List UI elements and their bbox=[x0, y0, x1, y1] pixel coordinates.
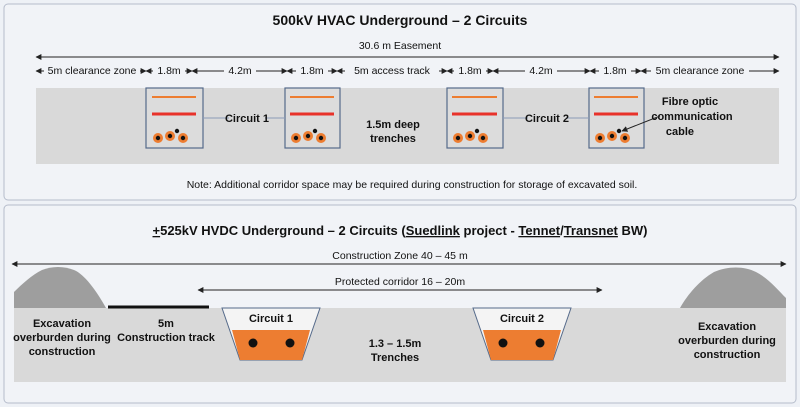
left-overburden-line2: overburden during bbox=[13, 332, 111, 344]
spoil-heap-right bbox=[680, 267, 786, 308]
hvdc-title-main: 525kV HVDC Underground – 2 Circuits ( bbox=[160, 223, 406, 238]
construction-track-line2: Construction track bbox=[117, 332, 216, 344]
hvdc-title-suedlink: Suedlink bbox=[406, 223, 461, 238]
hvdc-trench-1 bbox=[221, 307, 321, 361]
trench-depth-label-line2: trenches bbox=[370, 133, 416, 145]
construction-zone-label: Construction Zone 40 – 45 m bbox=[332, 250, 468, 262]
hvdc-title: +525kV HVDC Underground – 2 Circuits (Su… bbox=[153, 223, 648, 238]
right-overburden-line3: construction bbox=[694, 349, 761, 361]
hvac-trench-1 bbox=[145, 87, 204, 149]
dim-access-track: 5m access track bbox=[354, 65, 431, 77]
hvac-trench-2 bbox=[284, 87, 341, 149]
hvdc-title-end: BW) bbox=[618, 223, 648, 238]
hvdc-title-transnet: Transnet bbox=[564, 223, 619, 238]
hvdc-trench-depth-line2: Trenches bbox=[371, 352, 419, 364]
fibre-pointer-arrow bbox=[621, 115, 661, 132]
hvdc-title-tennet: Tennet bbox=[518, 223, 560, 238]
dim-clearance-right: 5m clearance zone bbox=[656, 65, 745, 77]
dim-trench-4: 1.8m bbox=[603, 65, 627, 77]
dim-trench-3: 1.8m bbox=[458, 65, 482, 77]
right-overburden-line2: overburden during bbox=[678, 335, 776, 347]
dim-trench-1: 1.8m bbox=[157, 65, 181, 77]
dim-clearance-left: 5m clearance zone bbox=[48, 65, 137, 77]
hvdc-trench-2 bbox=[472, 307, 572, 361]
dim-gap-1: 4.2m bbox=[228, 65, 252, 77]
hvdc-ground bbox=[14, 308, 786, 382]
fibre-label-line3: cable bbox=[666, 126, 694, 138]
protected-corridor-label: Protected corridor 16 – 20m bbox=[335, 276, 465, 288]
hvdc-circuit-1-label: Circuit 1 bbox=[249, 313, 293, 325]
trench-depth-label-line1: 1.5m deep bbox=[366, 119, 420, 131]
hvac-note: Note: Additional corridor space may be r… bbox=[187, 179, 638, 191]
left-overburden-line1: Excavation bbox=[33, 318, 91, 330]
hvdc-trench-depth-line1: 1.3 – 1.5m bbox=[369, 338, 422, 350]
hvac-circuit-1-label: Circuit 1 bbox=[225, 113, 269, 125]
hvdc-title-sep2: / bbox=[560, 223, 564, 238]
right-overburden-line1: Excavation bbox=[698, 321, 756, 333]
hvdc-title-prefix: + bbox=[153, 223, 161, 238]
hvdc-circuit-2-label: Circuit 2 bbox=[500, 313, 544, 325]
spoil-heap-left bbox=[14, 267, 106, 308]
hvac-circuit-2-label: Circuit 2 bbox=[525, 113, 569, 125]
dim-gap-2: 4.2m bbox=[529, 65, 553, 77]
easement-label: 30.6 m Easement bbox=[359, 40, 441, 52]
left-overburden-line3: construction bbox=[29, 346, 96, 358]
hvac-trench-3 bbox=[446, 87, 504, 149]
construction-track-line1: 5m bbox=[158, 318, 174, 330]
hvac-title: 500kV HVAC Underground – 2 Circuits bbox=[273, 12, 528, 28]
dim-trench-2: 1.8m bbox=[300, 65, 324, 77]
fibre-label-line1: Fibre optic bbox=[662, 96, 718, 108]
fibre-label-line2: communication bbox=[651, 111, 733, 123]
hvdc-title-sep1: project - bbox=[460, 223, 519, 238]
hvac-trench-4 bbox=[588, 87, 645, 149]
